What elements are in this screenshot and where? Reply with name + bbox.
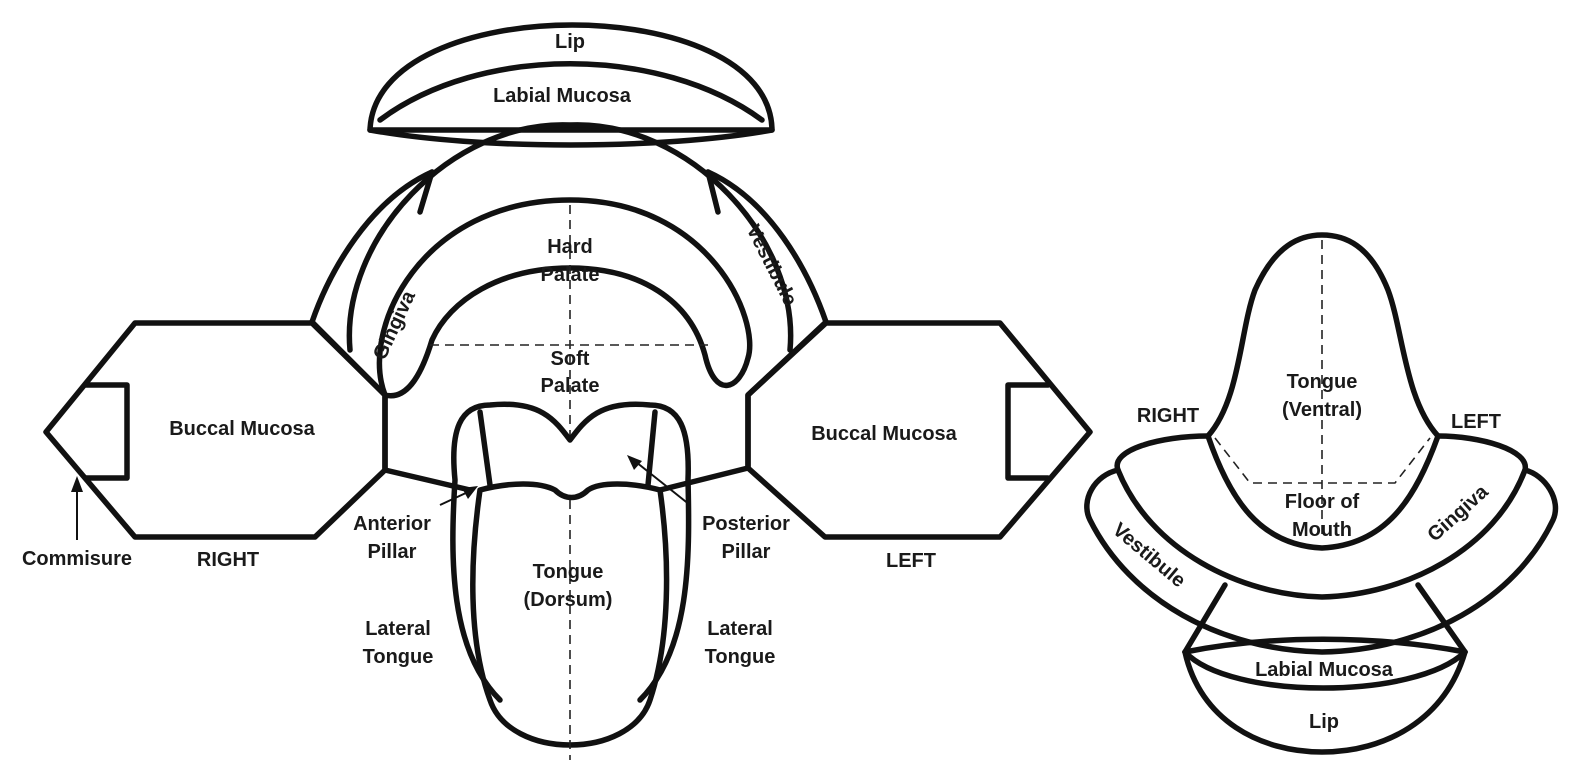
tongue-ventral-label-line2: (Ventral) <box>1282 399 1362 421</box>
anterior-pillar-label-line2: Pillar <box>368 541 417 563</box>
lateral-tongue-right-label-line2: Tongue <box>705 646 776 668</box>
lower-oral-map: RIGHT LEFT Tongue (Ventral) Floor of Mou… <box>1087 235 1556 752</box>
hard-palate-label-line1: Hard <box>547 236 593 258</box>
soft-palate-label-line1: Soft <box>551 348 590 370</box>
lower-lip-label: Lip <box>1309 711 1339 733</box>
posterior-pillar-label-line2: Pillar <box>722 541 771 563</box>
floor-of-mouth-label-line1: Floor of <box>1285 491 1360 513</box>
floor-boundary-dashed <box>1215 438 1430 483</box>
commisure-arrow <box>71 476 83 540</box>
posterior-pillar-label-line1: Posterior <box>702 513 790 535</box>
floor-of-mouth-label-line2: Mouth <box>1292 519 1352 541</box>
lower-labial-mucosa-label: Labial Mucosa <box>1255 659 1394 681</box>
lower-left-label: LEFT <box>1451 411 1501 433</box>
tongue-pillar-left <box>480 412 490 485</box>
upper-lip-label: Lip <box>555 31 585 53</box>
tongue-dorsum-label-line2: (Dorsum) <box>524 589 613 611</box>
lower-right-label: RIGHT <box>1137 405 1199 427</box>
buccal-mucosa-left-label: Buccal Mucosa <box>811 423 957 445</box>
tongue-dorsum-label-line1: Tongue <box>533 561 604 583</box>
soft-palate-label-line2: Palate <box>541 375 600 397</box>
hard-palate-label-line2: Palate <box>541 264 600 286</box>
upper-vestibule-label: Vestibule <box>742 221 801 309</box>
lateral-tongue-left-label-line2: Tongue <box>363 646 434 668</box>
upper-gingiva-label: Gingiva <box>369 287 420 364</box>
upper-oral-map: Lip Labial Mucosa Gingiva Vestibule Hard… <box>22 25 1090 760</box>
buccal-mucosa-right-label: Buccal Mucosa <box>169 418 315 440</box>
lateral-tongue-left-label-line1: Lateral <box>365 618 431 640</box>
anterior-pillar-label-line1: Anterior <box>353 513 431 535</box>
upper-labial-mucosa-label: Labial Mucosa <box>493 85 632 107</box>
tongue-ventral-label-line1: Tongue <box>1287 371 1358 393</box>
commisure-left-box <box>1008 385 1048 478</box>
commisure-right-box <box>86 385 127 478</box>
upper-right-label: RIGHT <box>197 549 259 571</box>
commisure-label: Commisure <box>22 548 132 570</box>
lower-vestibule-label: Vestibule <box>1108 519 1189 592</box>
lateral-tongue-right-label-line1: Lateral <box>707 618 773 640</box>
upper-left-label: LEFT <box>886 550 936 572</box>
